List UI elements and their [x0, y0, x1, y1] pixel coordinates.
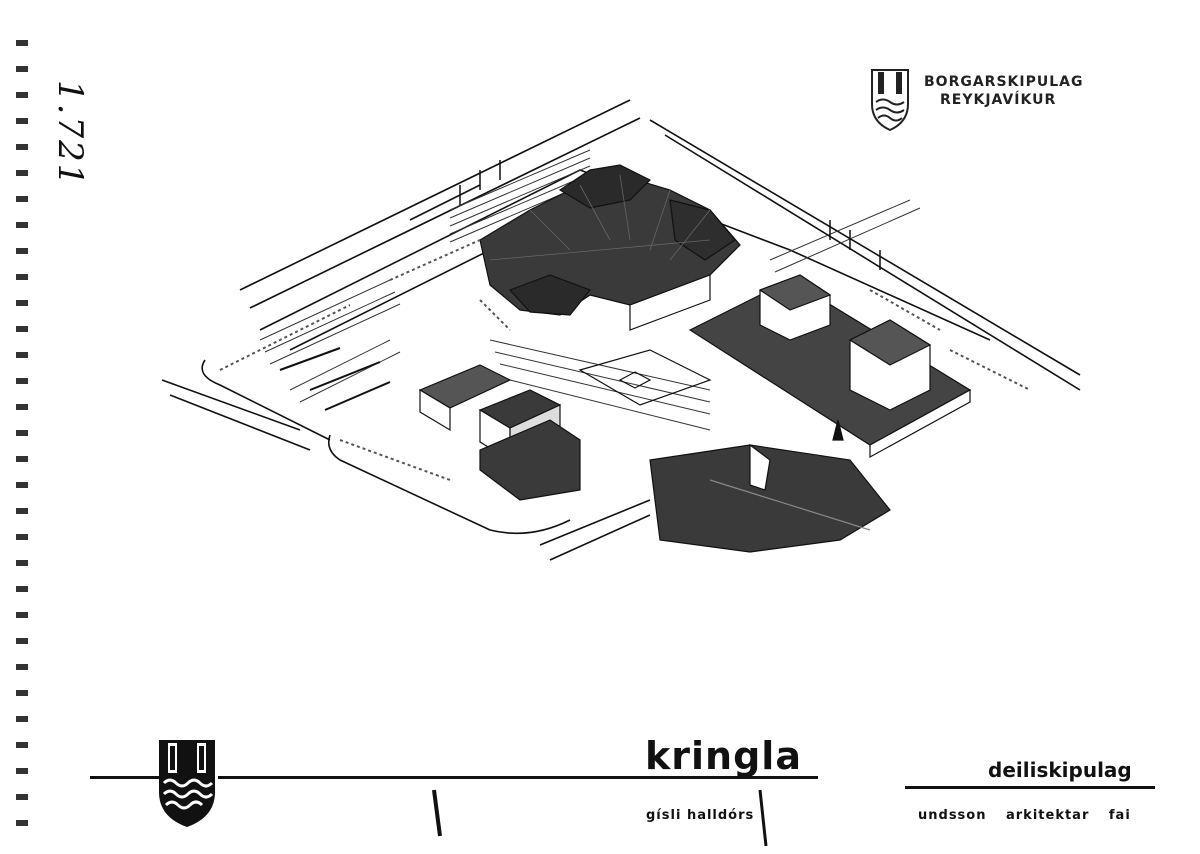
stamp-line-2: REYKJAVÍKUR — [940, 92, 1057, 108]
title-rule-main — [218, 776, 818, 779]
paper-fold-marks — [432, 789, 768, 847]
stamp-crest-icon — [871, 69, 909, 132]
plan-subtitle: deiliskipulag — [988, 758, 1132, 782]
title-rule-left — [90, 776, 160, 779]
handwritten-number-area: 1.721 — [50, 80, 110, 190]
reykjavik-crest-icon — [159, 740, 215, 827]
torn-paper-area — [820, 741, 906, 850]
handwritten-number: 1.721 — [50, 80, 90, 188]
plan-title: kringla — [645, 734, 802, 778]
stamp-line-1: BORGARSKIPULAG — [924, 74, 1084, 90]
architect-credit-right: undsson arkitektar fai — [918, 808, 1131, 823]
borgarskipulag-stamp: BORGARSKIPULAG REYKJAVÍKUR — [868, 66, 1098, 136]
title-rule-right — [905, 786, 1155, 789]
spiral-binding — [16, 40, 28, 826]
site-plan-drawing — [161, 99, 1081, 561]
architect-credit-left: gísli halldórs — [646, 808, 755, 823]
